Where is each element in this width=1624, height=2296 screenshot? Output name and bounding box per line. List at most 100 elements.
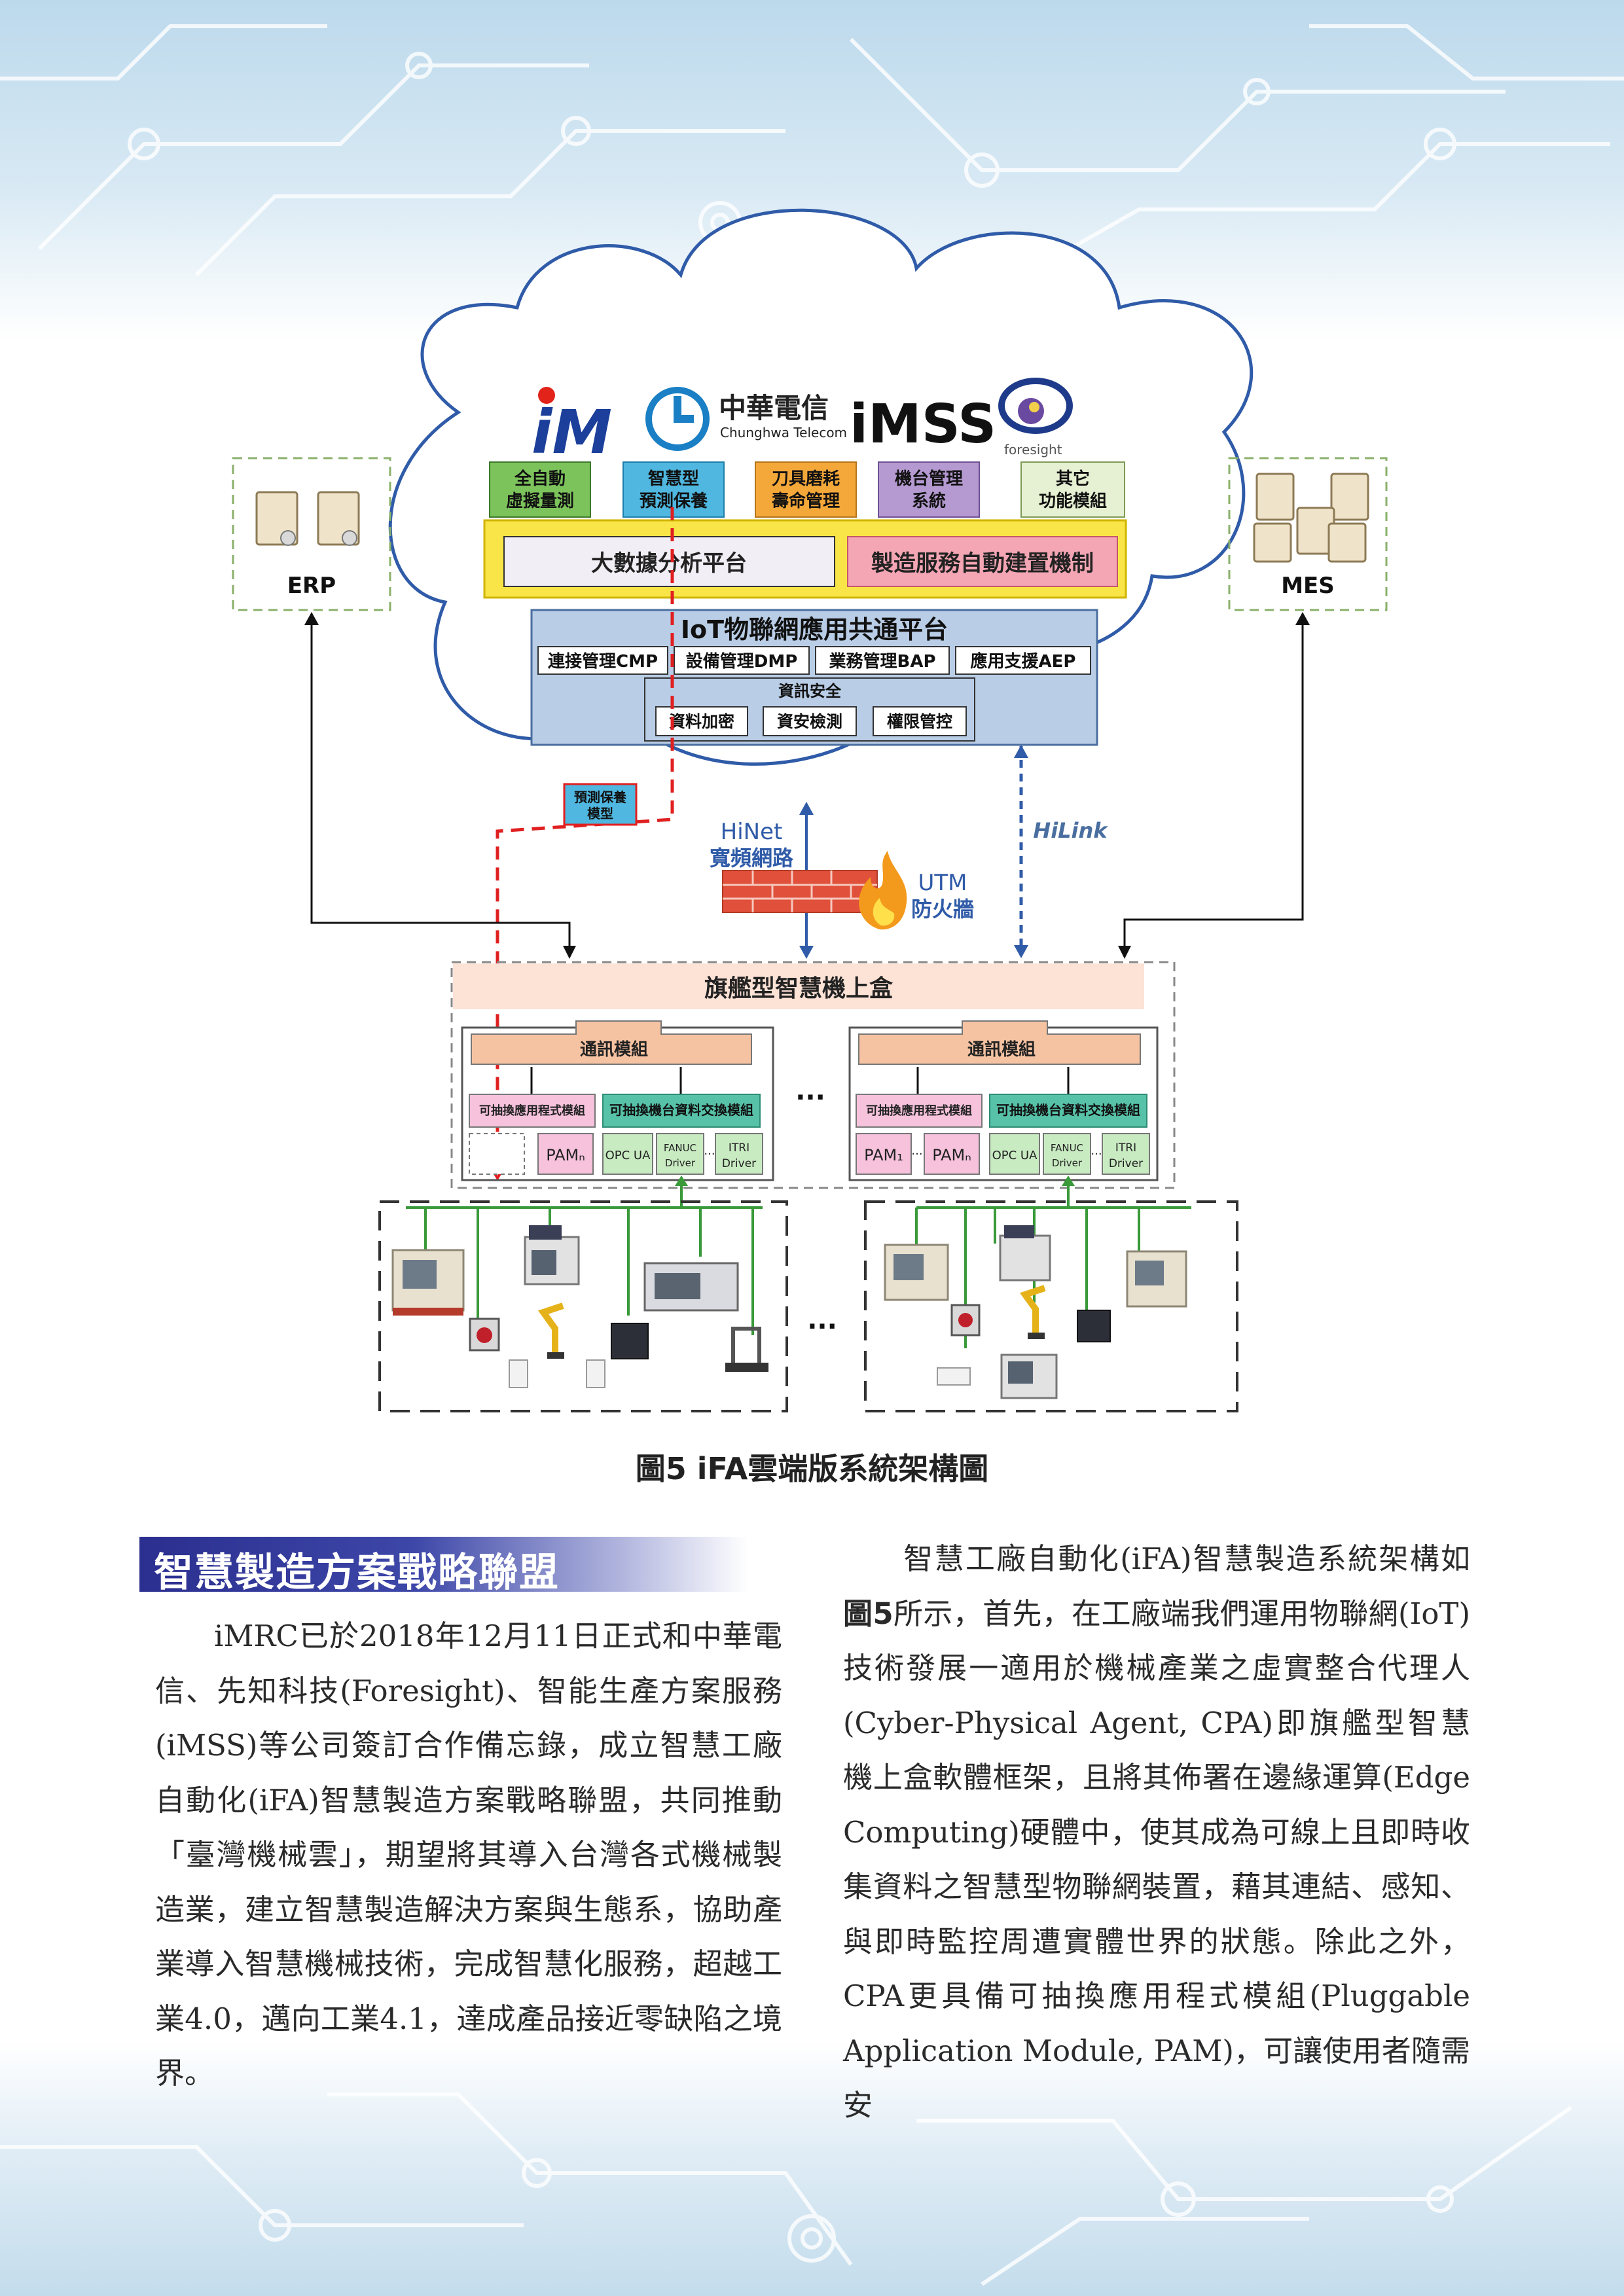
smart-box-title-band	[453, 963, 1144, 1009]
svg-text:通訊模組: 通訊模組	[580, 1039, 648, 1060]
cht-logo-mark	[645, 387, 710, 451]
svg-text:PAMₙ: PAMₙ	[932, 1146, 971, 1164]
svg-text:可抽換應用程式模組: 可抽換應用程式模組	[479, 1103, 585, 1118]
erp-box	[232, 457, 391, 611]
svg-text:Driver: Driver	[1052, 1157, 1083, 1169]
cabinet-icon	[1077, 1310, 1111, 1342]
svg-text:Driver: Driver	[722, 1157, 756, 1170]
iot-platform-title: IoT物聯網應用共通平台	[681, 615, 948, 644]
circuit-pattern-bottom	[0, 2092, 1572, 2286]
utm-sublabel: 防火牆	[911, 897, 974, 922]
svg-text:資安檢測: 資安檢測	[777, 712, 842, 731]
svg-text:系統: 系統	[912, 491, 946, 511]
architecture-diagram: iM 中華電信 Chunghwa Telecom iMSS foresight …	[232, 208, 1388, 1412]
pam-n-box-1: PAMₙ	[537, 1133, 594, 1175]
sensor-icon	[586, 1359, 605, 1388]
pam-n-box-2: PAMₙ	[924, 1133, 980, 1175]
cabinet-icon	[611, 1323, 649, 1359]
right-paragraph-part2: 所示，首先，在工廠端我們運用物聯網(IoT)技術發展一適用於機械產業之虛實整合代…	[843, 1596, 1471, 2123]
svg-text:功能模組: 功能模組	[1039, 491, 1107, 511]
fanuc-box-1: FANUC Driver	[656, 1133, 704, 1175]
svg-text:模型: 模型	[587, 806, 613, 821]
svg-text:可抽換應用程式模組: 可抽換應用程式模組	[866, 1103, 972, 1118]
security-item-encrypt: 資料加密	[655, 706, 748, 736]
svg-text:虛擬量測: 虛擬量測	[506, 492, 574, 511]
smart-box-title: 旗艦型智慧機上盒	[704, 975, 893, 1002]
svg-text:Driver: Driver	[1109, 1157, 1143, 1170]
data-module-2	[989, 1094, 1147, 1128]
imrc-logo: iM	[532, 387, 612, 467]
controller-icon	[950, 1304, 981, 1336]
pam-module-2	[856, 1094, 983, 1128]
iot-item-dmp: 設備管理DMP	[674, 646, 810, 675]
svg-text:OPC UA: OPC UA	[992, 1149, 1038, 1162]
pam-slot-empty	[469, 1133, 525, 1175]
left-paragraph: iMRC已於2018年12月11日正式和中華電信、先知科技(Foresight)…	[155, 1619, 782, 2090]
opc-box-2: OPC UA	[989, 1133, 1040, 1175]
svg-text:連接管理CMP: 連接管理CMP	[548, 652, 658, 672]
mes-label: MES	[1281, 573, 1335, 599]
cnc-machine-icon	[524, 1225, 580, 1285]
hinet-label: HiNet	[721, 819, 783, 845]
iot-item-aep: 應用支援AEP	[955, 646, 1091, 675]
lathe-machine-icon	[643, 1262, 739, 1312]
cnc-machine-icon	[1126, 1250, 1187, 1308]
svg-text:iM: iM	[532, 397, 612, 467]
mes-connector	[1123, 615, 1304, 956]
section-heading-band: 智慧製造方案戰略聯盟	[139, 1537, 748, 1596]
driver-ellipsis-1: ...	[704, 1144, 715, 1158]
figure-reference-link[interactable]: 圖5	[843, 1596, 893, 1631]
firewall-icon	[722, 870, 878, 913]
iot-item-bap: 業務管理BAP	[815, 646, 950, 675]
cht-logo-cn: 中華電信	[719, 392, 829, 424]
cnc-machine-icon	[1000, 1354, 1058, 1399]
sensor-icon	[937, 1367, 971, 1386]
svg-text:智慧型: 智慧型	[648, 469, 699, 489]
svg-text:Driver: Driver	[665, 1157, 696, 1169]
right-column: 智慧工廠自動化(iFA)智慧製造系統架構如圖5所示，首先，在工廠端我們運用物聯網…	[843, 1532, 1470, 2133]
itri-box-2: ITRI Driver	[1102, 1133, 1150, 1175]
svg-text:應用支援AEP: 應用支援AEP	[971, 651, 1076, 672]
mfg-service-label: 製造服務自動建置機制	[871, 550, 1094, 577]
machine-area-1	[378, 1200, 788, 1412]
cnc-machine-icon	[999, 1225, 1051, 1282]
comm-module-1	[471, 1020, 752, 1065]
svg-text:可抽換機台資料交換模組: 可抽換機台資料交換模組	[996, 1102, 1140, 1118]
utm-label: UTM	[918, 870, 967, 896]
svg-text:業務管理BAP: 業務管理BAP	[829, 652, 936, 672]
itri-box-1: ITRI Driver	[715, 1133, 763, 1175]
pam-1-box: PAM₁	[856, 1133, 912, 1175]
data-module-1	[602, 1094, 761, 1128]
svg-text:刀具磨耗: 刀具磨耗	[772, 469, 840, 489]
module-machine-management: 機台管理 系統	[878, 461, 980, 518]
svg-text:FANUC: FANUC	[664, 1142, 696, 1154]
svg-text:PAM₁: PAM₁	[864, 1146, 903, 1164]
machine-ellipsis: ...	[807, 1305, 837, 1335]
fire-icon	[859, 851, 907, 930]
smart-box-container	[450, 961, 1176, 1189]
svg-text:其它: 其它	[1056, 469, 1090, 489]
erp-label: ERP	[287, 573, 336, 599]
pam-module-1	[469, 1094, 596, 1128]
driver-ellipsis-2: ...	[1091, 1144, 1102, 1158]
right-paragraph-part1: 智慧工廠自動化(iFA)智慧製造系統架構如	[902, 1541, 1470, 1576]
svg-text:OPC UA: OPC UA	[605, 1149, 651, 1162]
svg-text:可抽換機台資料交換模組: 可抽換機台資料交換模組	[609, 1102, 753, 1118]
security-item-access: 權限管控	[873, 706, 967, 736]
svg-text:ITRI: ITRI	[1115, 1141, 1136, 1155]
erp-server-icon	[255, 491, 360, 546]
security-title: 資訊安全	[778, 682, 842, 700]
svg-text:ITRI: ITRI	[729, 1141, 749, 1155]
cnc-machine-icon	[884, 1244, 949, 1301]
cmm-icon	[725, 1327, 768, 1372]
robot-arm-icon	[537, 1302, 564, 1359]
predict-model-box: 預測保養 模型	[563, 783, 638, 826]
svg-text:壽命管理: 壽命管理	[772, 491, 840, 511]
security-item-test: 資安檢測	[763, 706, 857, 736]
svg-text:全自動: 全自動	[514, 469, 566, 489]
module-other: 其它 功能模組	[1020, 461, 1125, 518]
sensor-icon	[509, 1359, 528, 1388]
bigdata-box	[503, 536, 835, 587]
left-column: iMRC已於2018年12月11日正式和中華電信、先知科技(Foresight)…	[155, 1609, 782, 2101]
